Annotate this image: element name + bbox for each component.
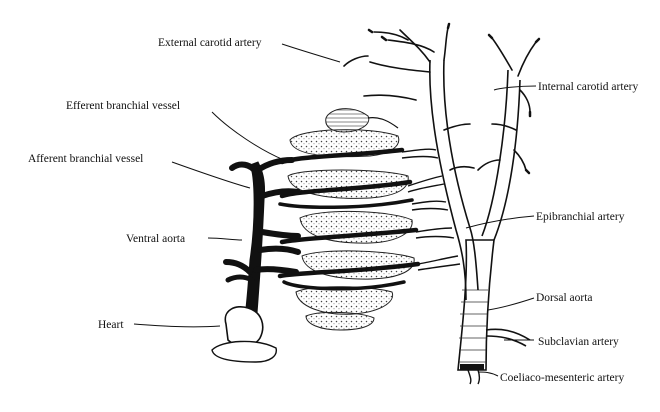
- pseudobranch-vessel: [368, 118, 398, 128]
- gill-filament: [306, 312, 374, 330]
- label-dorsal-aorta: Dorsal aorta: [536, 292, 593, 304]
- label-internal-carotid: Internal carotid artery: [538, 81, 638, 93]
- label-afferent-branchial: Afferent branchial vessel: [28, 153, 143, 165]
- gill-filaments: [288, 109, 414, 330]
- label-coeliaco-mesenteric: Coeliaco-mesenteric artery: [500, 372, 624, 384]
- pseudobranch: [326, 109, 369, 132]
- sinus-venosus: [212, 341, 276, 362]
- label-efferent-branchial: Efferent branchial vessel: [66, 100, 180, 112]
- label-subclavian: Subclavian artery: [538, 336, 619, 348]
- label-heart: Heart: [98, 319, 124, 331]
- label-external-carotid: External carotid artery: [158, 37, 262, 49]
- gill-filament: [296, 287, 393, 315]
- ventral-aorta-system: [212, 160, 298, 362]
- heart-shape: [225, 307, 262, 346]
- label-ventral-aorta: Ventral aorta: [126, 233, 185, 245]
- label-epibranchial: Epibranchial artery: [536, 211, 625, 223]
